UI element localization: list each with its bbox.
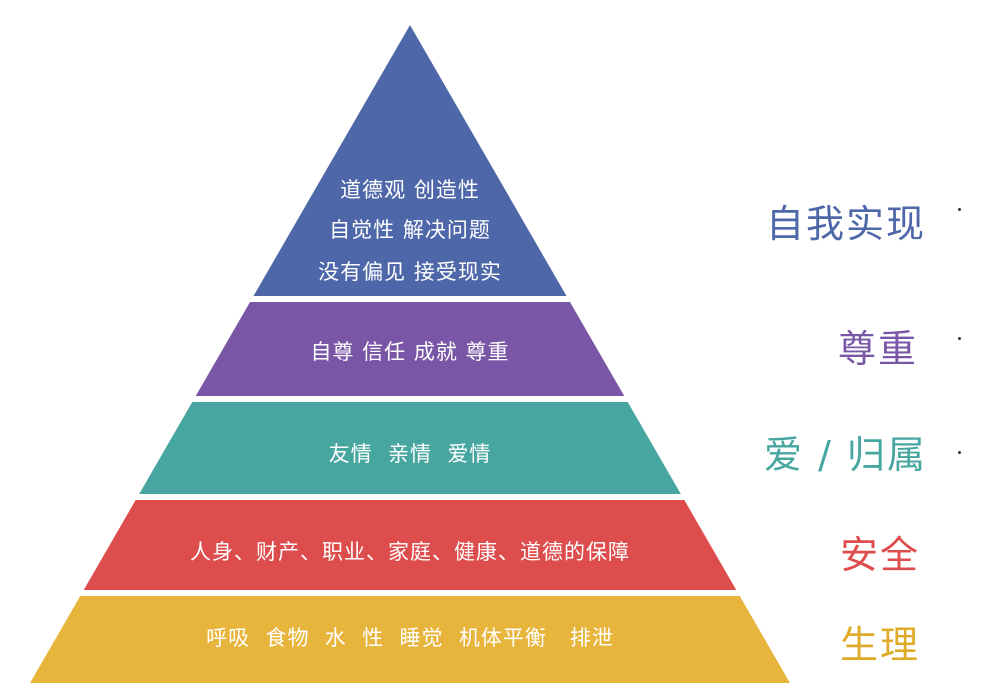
tick-mark	[958, 208, 961, 211]
physiological-line-1: 呼吸 食物 水 性 睡觉 机体平衡 排泄	[206, 626, 614, 650]
pyramid-layer-physiological	[30, 596, 790, 683]
esteem-line-1: 自尊 信任 成就 尊重	[310, 340, 510, 364]
self-actualization-line-1: 道德观 创造性	[340, 178, 480, 202]
label-physiological: 生理	[840, 623, 921, 667]
pyramid-layer-safety	[83, 500, 737, 590]
label-self-actualization: 自我实现	[766, 202, 927, 246]
pyramid-layer-love-belonging	[139, 402, 681, 494]
tick-mark	[958, 451, 961, 454]
label-love-belonging: 爱 / 归属	[764, 433, 927, 477]
label-esteem: 尊重	[838, 327, 919, 371]
pyramid-layer-self-actualization	[253, 25, 567, 296]
safety-line-1: 人身、财产、职业、家庭、健康、道德的保障	[190, 540, 630, 564]
self-actualization-line-2: 自觉性 解决问题	[329, 218, 491, 242]
pyramid-layer-esteem	[195, 302, 625, 396]
label-safety: 安全	[840, 533, 921, 577]
self-actualization-line-3: 没有偏见 接受现实	[318, 260, 502, 284]
love-belonging-line-1: 友情 亲情 爱情	[328, 442, 492, 466]
tick-mark	[958, 337, 961, 340]
